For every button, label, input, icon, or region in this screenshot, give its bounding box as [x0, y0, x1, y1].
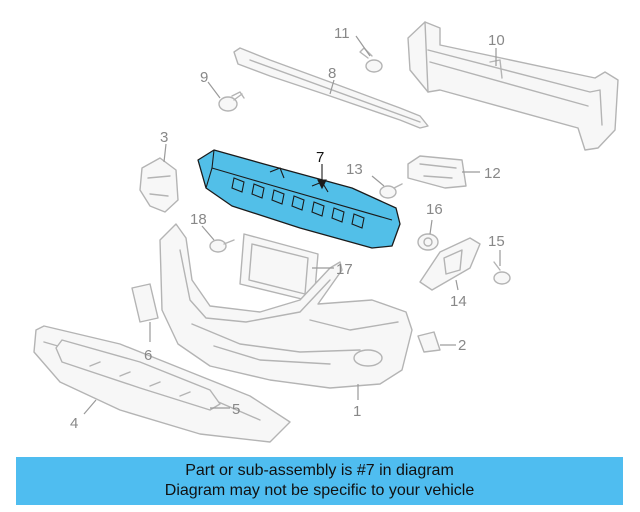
callout-18: 18: [190, 211, 207, 228]
lower-grille-5: [55, 339, 221, 411]
callout-11: 11: [334, 25, 350, 42]
bolt-13: [379, 183, 403, 199]
clip-16: [417, 233, 439, 251]
callout-14: 14: [450, 293, 467, 310]
energy-absorber-7: [197, 149, 401, 249]
callout-12: 12: [484, 165, 501, 182]
parts-diagram: 11 10 9 8 3 7 13 12 16 18 15 17 14 2 6 5…: [33, 21, 619, 443]
callout-4: 4: [70, 415, 78, 432]
banner-line-2: Diagram may not be specific to your vehi…: [164, 482, 475, 499]
bracket-14: [419, 237, 481, 291]
reinforcement-beam: [407, 21, 619, 151]
callout-5: 5: [232, 401, 240, 418]
info-banner: Part or sub-assembly is #7 in diagram Di…: [16, 457, 623, 505]
callout-10: 10: [488, 32, 505, 49]
bumper-cover-1: [159, 223, 413, 389]
callout-9: 9: [200, 69, 208, 86]
side-bracket-3: [139, 157, 179, 213]
callout-3: 3: [160, 129, 168, 146]
bolt-11: [359, 47, 383, 73]
callout-2: 2: [458, 337, 466, 354]
upper-trim-strip: [233, 47, 429, 129]
bracket-12: [407, 155, 467, 189]
callout-13: 13: [346, 161, 363, 178]
bolt-15: [493, 261, 511, 285]
callout-7: 7: [316, 149, 324, 166]
callout-8: 8: [328, 65, 336, 82]
license-bracket-17: [239, 233, 319, 303]
callout-6: 6: [144, 347, 152, 364]
leader-lines: [83, 35, 501, 415]
callout-1: 1: [353, 403, 361, 420]
callout-16: 16: [426, 201, 443, 218]
bolt-9: [218, 91, 245, 112]
bracket-2: [417, 331, 441, 353]
banner-line-1: Part or sub-assembly is #7 in diagram: [185, 462, 454, 479]
callout-15: 15: [488, 233, 505, 250]
tow-cover-6: [131, 283, 159, 323]
bolt-18: [209, 239, 235, 253]
callout-labels: 11 10 9 8 3 7 13 12 16 18 15 17 14 2 6 5…: [70, 25, 505, 432]
callout-17: 17: [336, 261, 353, 278]
